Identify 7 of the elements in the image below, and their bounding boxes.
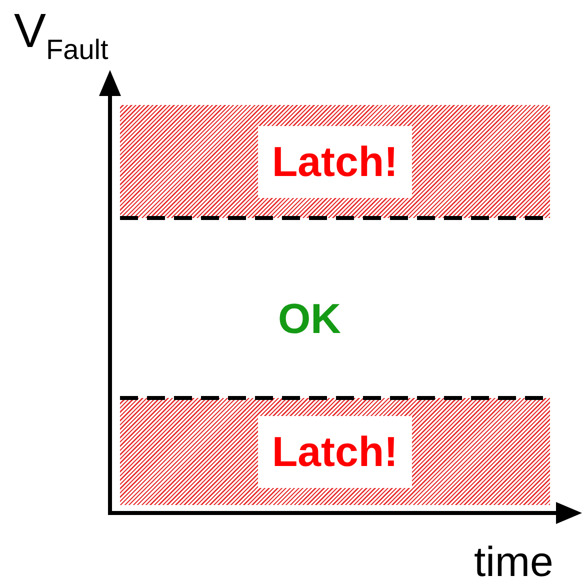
zone-label: OK <box>278 295 341 343</box>
axis-label: V$_{Fault}$ <box>14 4 108 66</box>
hatched-band <box>120 398 550 505</box>
hatched-band <box>120 105 550 218</box>
zone-label: Latch! <box>258 416 412 488</box>
zone-label: Latch! <box>258 126 412 198</box>
axis-label: time <box>474 538 554 586</box>
